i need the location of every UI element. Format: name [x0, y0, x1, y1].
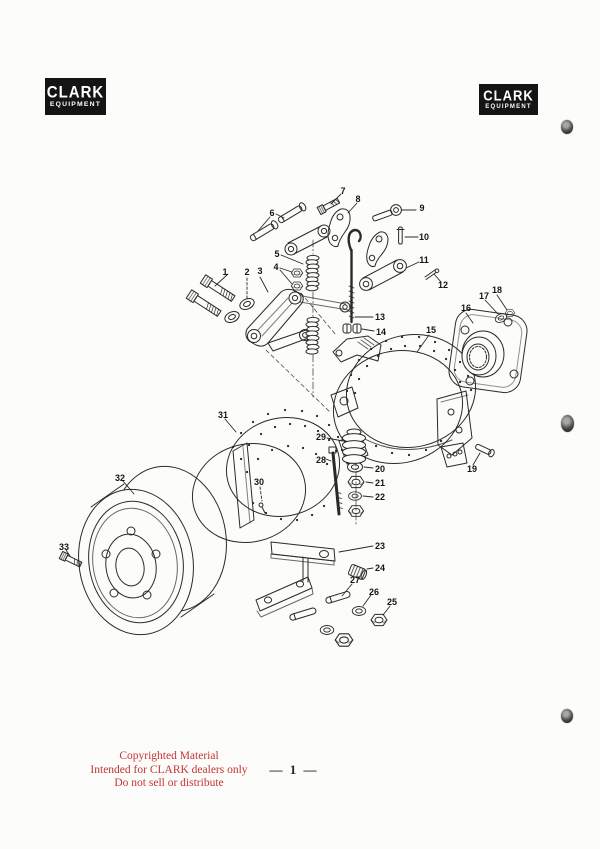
part-3-anchor-bracket	[245, 288, 351, 352]
part-label-3: 3	[257, 266, 262, 276]
part-23-adjusting-bar	[255, 541, 336, 618]
page-number: — 1 —	[269, 762, 319, 777]
clark-logo-left: CLARK EQUIPMENT	[45, 78, 106, 115]
part-label-21: 21	[375, 478, 385, 488]
clark-logo-title: CLARK	[46, 82, 105, 102]
part-label-19: 19	[467, 464, 477, 474]
binding-hole-artifact	[561, 415, 574, 432]
part-16-hub-flange	[448, 308, 528, 394]
part-26-washer	[351, 606, 367, 616]
part-18-nut	[504, 309, 516, 317]
part-9-eye-pin	[372, 204, 402, 222]
part-label-5: 5	[274, 249, 279, 259]
part-label-29: 29	[316, 432, 326, 442]
cam-bracket	[332, 335, 382, 363]
part-29-spring-stack	[342, 428, 366, 464]
part-label-4: 4	[273, 262, 278, 272]
part-label-26: 26	[369, 587, 379, 597]
part-label-18: 18	[492, 285, 502, 295]
part-label-15: 15	[426, 325, 436, 335]
part-2-washers	[222, 295, 257, 326]
part-label-16: 16	[461, 303, 471, 313]
part-8-levers	[284, 208, 389, 268]
part-15-brake-band	[330, 334, 477, 468]
part-label-13: 13	[375, 312, 385, 322]
nut-second	[334, 633, 354, 647]
part-label-30: 30	[254, 477, 264, 487]
part-11-link	[359, 259, 407, 291]
binding-hole-artifact	[561, 709, 573, 723]
part-label-17: 17	[479, 291, 489, 301]
part-30-rivet	[258, 502, 266, 514]
part-label-7: 7	[340, 186, 345, 196]
clark-logo-right: CLARK EQUIPMENT	[479, 84, 538, 115]
part-label-8: 8	[355, 194, 360, 204]
part-25-nut	[370, 613, 388, 627]
part-label-14: 14	[376, 327, 386, 337]
part-label-32: 32	[115, 473, 125, 483]
part-label-23: 23	[375, 541, 385, 551]
part-number-labels: 1 2 3 4 5 6 7 8 9 10 11 12 13 14 15 16 1…	[59, 186, 502, 607]
clark-logo-title: CLARK	[483, 87, 534, 104]
leader-lines	[65, 193, 508, 616]
copyright-line-3: Do not sell or distribute	[114, 777, 224, 789]
part-label-2: 2	[244, 267, 249, 277]
part-6-pins	[248, 201, 308, 244]
part-27-pin	[325, 591, 351, 604]
part-22-locknut	[348, 491, 362, 501]
pin-second	[289, 607, 317, 621]
part-label-11: 11	[419, 255, 429, 265]
part-label-28: 28	[316, 455, 326, 465]
part-label-10: 10	[419, 232, 429, 242]
part-1-capscrews	[185, 274, 237, 319]
part-13-hook-rod	[347, 228, 362, 324]
binding-hole-artifact	[561, 120, 573, 134]
copyright-line-1: Copyrighted Material	[119, 750, 219, 762]
copyright-line-2: Intended for CLARK dealers only	[90, 763, 248, 776]
clark-logo-subtitle: EQUIPMENT	[49, 100, 102, 108]
part-label-31: 31	[218, 410, 228, 420]
part-19-pin	[475, 443, 495, 458]
part-24-bushing	[347, 564, 368, 580]
part-31-lining-band	[191, 408, 344, 544]
washer-second	[319, 625, 335, 635]
alignment-lines	[265, 239, 357, 527]
part-label-1: 1	[222, 267, 227, 277]
part-label-6: 6	[269, 208, 274, 218]
part-label-9: 9	[419, 203, 424, 213]
part-10-pin	[396, 226, 405, 245]
part-label-22: 22	[375, 492, 385, 502]
part-label-24: 24	[375, 563, 385, 573]
part-32-brake-drum	[78, 465, 227, 636]
part-label-12: 12	[438, 280, 448, 290]
part-label-27: 27	[350, 575, 360, 585]
part-4-nuts	[290, 268, 304, 291]
copyright-notice: Copyrighted Material Intended for CLARK …	[58, 750, 280, 791]
part-28-bolt	[328, 446, 343, 516]
part-label-33: 33	[59, 542, 69, 552]
part-label-20: 20	[375, 464, 385, 474]
part-12-cotter-pin	[424, 268, 440, 280]
clark-logo-subtitle: EQUIPMENT	[485, 104, 532, 110]
part-label-25: 25	[387, 597, 397, 607]
part-14-clamp	[342, 323, 362, 334]
